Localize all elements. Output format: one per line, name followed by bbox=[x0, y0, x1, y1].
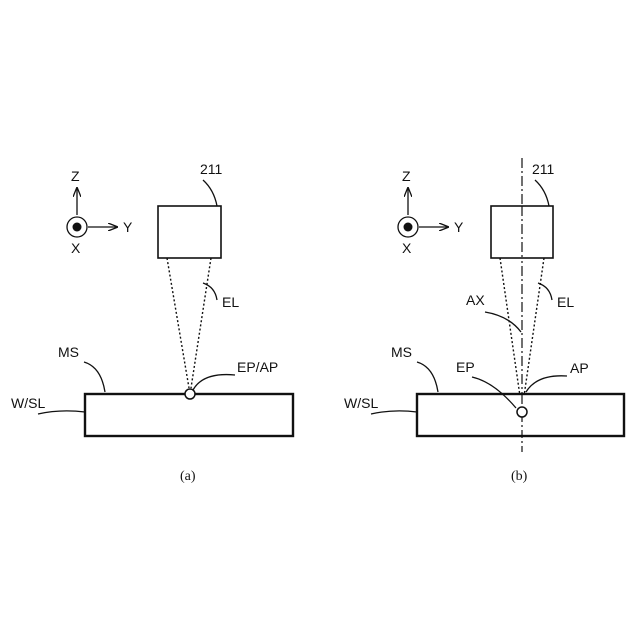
axis-label: AX bbox=[466, 292, 485, 308]
x-axis-dot-icon bbox=[73, 223, 82, 232]
irradiation-point-marker bbox=[185, 389, 195, 399]
emission-point-label: EP bbox=[456, 359, 475, 375]
surface-leader-line bbox=[417, 362, 438, 392]
sample-label: W/SL bbox=[344, 395, 378, 411]
arrival-point-label: AP bbox=[570, 360, 589, 376]
coordinate-axes-a: Z Y X bbox=[67, 168, 133, 256]
electron-gun-box bbox=[158, 206, 221, 258]
panel-a: Z Y X 211 EL MS W/SL EP/AP (a) bbox=[11, 161, 293, 484]
surface-label: MS bbox=[58, 344, 79, 360]
irradiation-point-marker bbox=[517, 407, 527, 417]
sample-label: W/SL bbox=[11, 395, 45, 411]
arrival-point-leader-line bbox=[526, 376, 567, 392]
coordinate-axes-b: Z Y X bbox=[398, 168, 464, 256]
device-leader-line bbox=[203, 180, 217, 206]
beam-leader-line bbox=[538, 283, 552, 300]
sample-block bbox=[85, 394, 293, 436]
x-axis-dot-icon bbox=[404, 223, 413, 232]
beam-left-edge bbox=[167, 258, 189, 388]
z-axis-label: Z bbox=[71, 168, 80, 184]
caption-a: (a) bbox=[180, 469, 196, 484]
panel-b: Z Y X 211 EL AX MS W/SL EP AP bbox=[344, 158, 624, 484]
surface-leader-line bbox=[84, 362, 105, 392]
y-axis-label: Y bbox=[454, 219, 464, 235]
axis-leader-line bbox=[485, 312, 521, 332]
device-label: 211 bbox=[200, 161, 223, 177]
device-label: 211 bbox=[532, 161, 555, 177]
x-axis-label: X bbox=[402, 240, 412, 256]
beam-leader-line bbox=[203, 283, 217, 300]
z-axis-label: Z bbox=[402, 168, 411, 184]
beam-label: EL bbox=[557, 294, 574, 310]
y-axis-label: Y bbox=[123, 219, 133, 235]
beam-right-edge bbox=[191, 258, 211, 388]
sample-leader-line bbox=[38, 411, 85, 414]
point-label: EP/AP bbox=[237, 359, 278, 375]
device-leader-line bbox=[535, 180, 549, 206]
beam-label: EL bbox=[222, 294, 239, 310]
beam-left-edge bbox=[500, 258, 522, 410]
beam-right-edge bbox=[522, 258, 544, 410]
surface-label: MS bbox=[391, 344, 412, 360]
sample-leader-line bbox=[371, 411, 417, 414]
caption-b: (b) bbox=[511, 469, 528, 484]
point-leader-line bbox=[193, 375, 235, 390]
x-axis-label: X bbox=[71, 240, 81, 256]
